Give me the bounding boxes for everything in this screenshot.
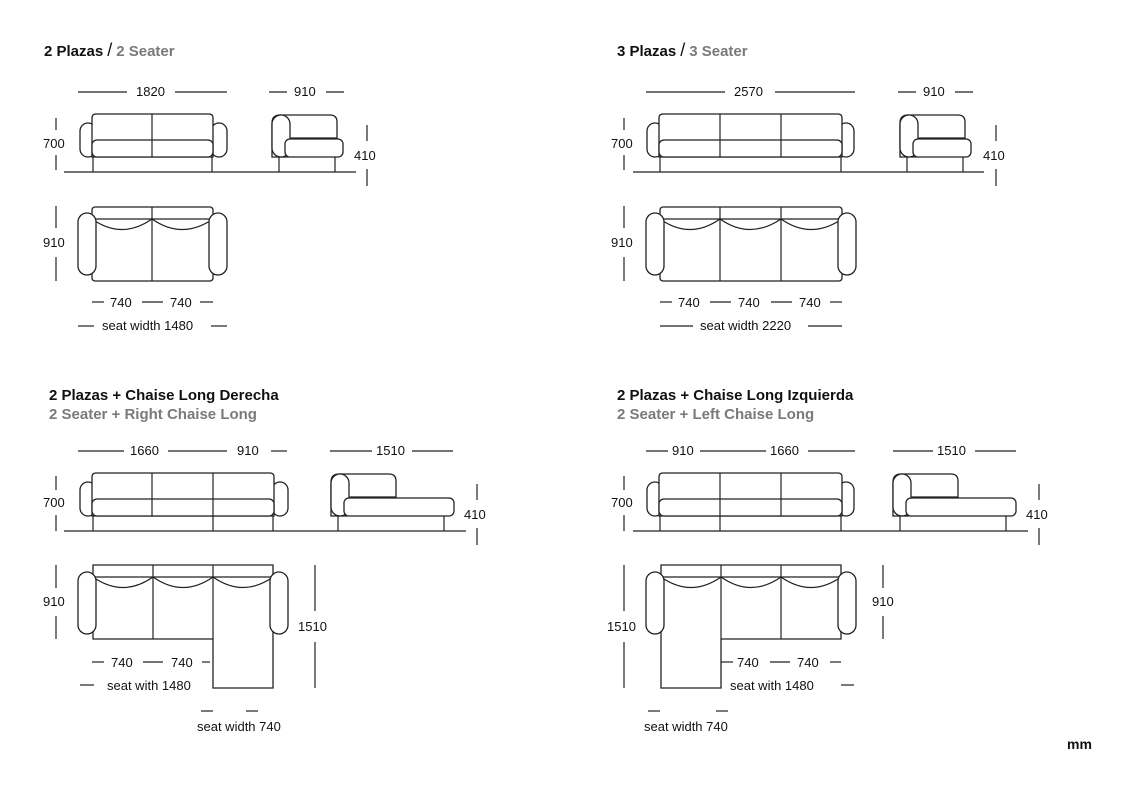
sofa-left-chaise-front-view bbox=[623, 450, 1028, 532]
dim-seat-c: 740 bbox=[796, 295, 824, 310]
dim-seat-height: 410 bbox=[980, 148, 1008, 163]
title-spanish: 3 Plazas bbox=[617, 43, 677, 60]
sofa-2-seater-front-view bbox=[55, 91, 356, 173]
dim-seat-b: 740 bbox=[794, 655, 822, 670]
dim-seat-a: 740 bbox=[108, 655, 136, 670]
dim-top-depth: 910 bbox=[40, 235, 68, 250]
dim-side-depth: 1510 bbox=[373, 443, 408, 458]
title-english: 2 Seater + Left Chaise Long bbox=[617, 406, 815, 423]
unit-label: mm bbox=[1067, 736, 1092, 752]
sofa-left-chaise-side-view bbox=[892, 450, 1040, 545]
sofa-3-seater-front-view bbox=[623, 91, 984, 173]
sofa-3-seater-top-view bbox=[623, 206, 857, 327]
dim-chaise-width: seat width 740 bbox=[194, 719, 284, 734]
title-english: 2 Seater + Right Chaise Long bbox=[49, 406, 257, 423]
title-separator: / bbox=[107, 40, 113, 60]
dim-height: 700 bbox=[40, 136, 68, 151]
section-title-2-seater: 2 Plazas/2 Seater bbox=[44, 40, 175, 61]
dim-seat-width: seat with 1480 bbox=[727, 678, 817, 693]
dim-front-b: 910 bbox=[234, 443, 262, 458]
dim-chaise-depth: 1510 bbox=[604, 619, 639, 634]
title-english: 3 Seater bbox=[689, 43, 748, 60]
dim-seat-a: 740 bbox=[107, 295, 135, 310]
dim-seat-height: 410 bbox=[461, 507, 489, 522]
dim-side-depth: 1510 bbox=[934, 443, 969, 458]
dim-top-depth: 910 bbox=[608, 235, 636, 250]
sofa-left-chaise-top-view bbox=[623, 564, 884, 712]
dim-seat-a: 740 bbox=[675, 295, 703, 310]
dim-seat-width: seat width 2220 bbox=[697, 318, 795, 333]
dim-side-depth: 910 bbox=[920, 84, 948, 99]
dim-height: 700 bbox=[608, 136, 636, 151]
dim-front-b: 1660 bbox=[767, 443, 802, 458]
dim-front-a: 1660 bbox=[127, 443, 162, 458]
dim-front-a: 910 bbox=[669, 443, 697, 458]
dim-front-width: 1820 bbox=[133, 84, 168, 99]
dim-seat-b: 740 bbox=[735, 295, 763, 310]
title-english: 2 Seater bbox=[116, 43, 175, 60]
title-spanish: 2 Plazas + Chaise Long Derecha bbox=[49, 387, 279, 404]
dim-top-depth: 910 bbox=[869, 594, 897, 609]
dim-top-depth: 910 bbox=[40, 594, 68, 609]
dim-seat-height: 410 bbox=[351, 148, 379, 163]
section-title-left-chaise: 2 Plazas + Chaise Long Izquierda 2 Seate… bbox=[617, 387, 853, 423]
dim-seat-height: 410 bbox=[1023, 507, 1051, 522]
dim-seat-width: seat with 1480 bbox=[104, 678, 194, 693]
dim-chaise-width: seat width 740 bbox=[641, 719, 731, 734]
sofa-2-seater-side-view bbox=[269, 91, 368, 186]
dim-seat-b: 740 bbox=[167, 295, 195, 310]
sofa-2-seater-top-view bbox=[55, 206, 228, 327]
title-separator: / bbox=[680, 40, 686, 60]
dim-seat-width: seat width 1480 bbox=[99, 318, 197, 333]
dim-height: 700 bbox=[608, 495, 636, 510]
title-spanish: 2 Plazas + Chaise Long Izquierda bbox=[617, 387, 854, 404]
dim-seat-b: 740 bbox=[168, 655, 196, 670]
dim-seat-a: 740 bbox=[734, 655, 762, 670]
title-spanish: 2 Plazas bbox=[44, 43, 104, 60]
section-title-right-chaise: 2 Plazas + Chaise Long Derecha 2 Seater … bbox=[49, 387, 279, 423]
dim-chaise-depth: 1510 bbox=[295, 619, 330, 634]
dim-front-width: 2570 bbox=[731, 84, 766, 99]
sofa-right-chaise-side-view bbox=[330, 450, 478, 545]
dim-side-depth: 910 bbox=[291, 84, 319, 99]
dim-height: 700 bbox=[40, 495, 68, 510]
sofa-right-chaise-top-view bbox=[55, 564, 316, 712]
sofa-right-chaise-front-view bbox=[55, 450, 466, 532]
sofa-3-seater-side-view bbox=[898, 91, 997, 186]
section-title-3-seater: 3 Plazas/3 Seater bbox=[617, 40, 748, 61]
